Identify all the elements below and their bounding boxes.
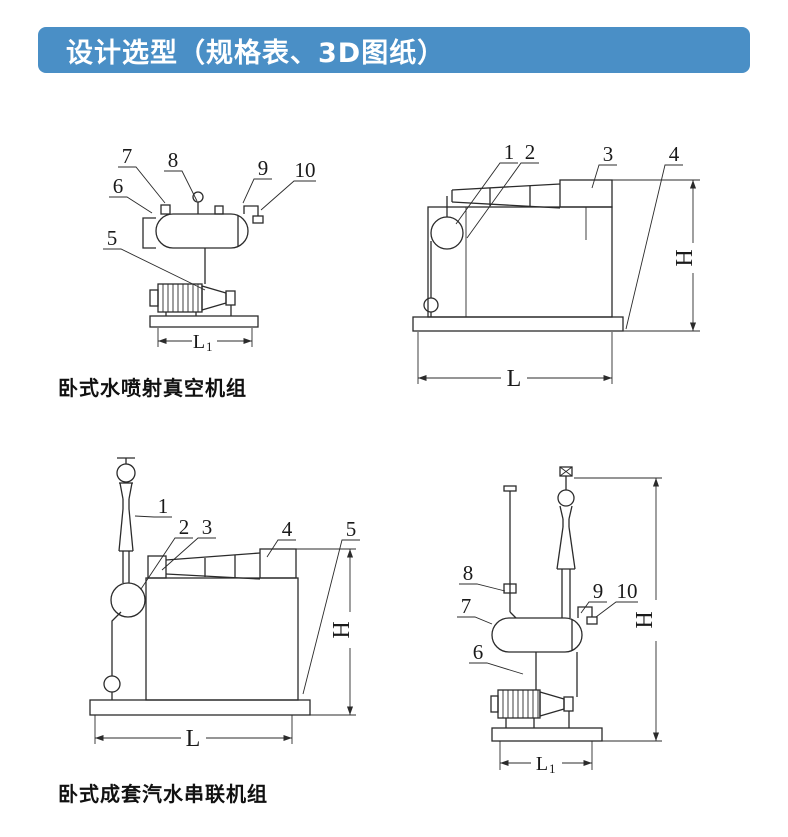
ejector-assembly bbox=[147, 548, 297, 580]
callout-10: 10 bbox=[295, 158, 316, 182]
callout-4: 4 bbox=[282, 517, 293, 541]
callout-10: 10 bbox=[617, 579, 638, 603]
leader-lines bbox=[134, 515, 360, 695]
steam-ejector-column bbox=[116, 457, 136, 583]
dim-l-label: L bbox=[186, 726, 201, 752]
callout-7: 7 bbox=[122, 144, 133, 168]
caption-steam-water-unit: 卧式成套汽水串联机组 bbox=[58, 782, 268, 806]
dimension-h: H bbox=[574, 477, 662, 742]
ejector-assembly bbox=[446, 179, 613, 217]
dimension-h: H bbox=[296, 548, 356, 716]
motor-pump bbox=[149, 283, 236, 316]
callout-5: 5 bbox=[107, 226, 118, 250]
callout-9: 9 bbox=[593, 579, 604, 603]
dim-h-label: H bbox=[672, 249, 698, 266]
callout-8: 8 bbox=[168, 148, 179, 172]
dim-l1-sub: 1 bbox=[206, 339, 213, 354]
callout-5: 5 bbox=[346, 517, 357, 541]
callout-9: 9 bbox=[258, 156, 269, 180]
circulating-pump bbox=[103, 611, 122, 700]
circulating-pump bbox=[423, 241, 439, 317]
support-bracket bbox=[142, 217, 156, 249]
caption-water-jet-unit: 卧式水喷射真空机组 bbox=[58, 376, 247, 400]
dim-l1-label: L bbox=[193, 331, 205, 353]
motor-pump bbox=[490, 652, 578, 728]
callout-3: 3 bbox=[603, 142, 614, 166]
figure-steam-water-overall: 1 2 3 4 5 bbox=[89, 457, 360, 752]
base-plate bbox=[412, 316, 624, 332]
figure-water-jet-detail: 7 8 6 9 10 5 bbox=[103, 144, 316, 354]
callout-4: 4 bbox=[669, 142, 680, 166]
top-fittings bbox=[160, 191, 264, 224]
base-plate bbox=[89, 699, 311, 716]
dimension-l1: L 1 bbox=[157, 328, 253, 354]
callout-1: 1 bbox=[504, 140, 515, 164]
separator-circle bbox=[110, 582, 146, 618]
vessel bbox=[491, 606, 598, 653]
base-plate bbox=[491, 727, 603, 742]
leader-lines bbox=[457, 583, 638, 675]
callout-8: 8 bbox=[463, 561, 474, 585]
vessel bbox=[155, 213, 249, 249]
base-plate bbox=[149, 315, 259, 328]
leader-lines bbox=[103, 166, 316, 291]
callout-3: 3 bbox=[202, 515, 213, 539]
dim-h-label: H bbox=[632, 611, 658, 628]
suction-pipe bbox=[503, 485, 517, 619]
callout-1: 1 bbox=[158, 494, 169, 518]
steam-ejector-column bbox=[556, 466, 576, 618]
callout-2: 2 bbox=[525, 140, 536, 164]
figure-steam-water-detail: 8 7 6 9 10 bbox=[457, 466, 662, 776]
callout-7: 7 bbox=[461, 594, 472, 618]
dim-l-label: L bbox=[507, 366, 522, 392]
callout-2: 2 bbox=[179, 515, 190, 539]
dim-l1-label: L bbox=[536, 753, 548, 775]
separator-circle bbox=[430, 216, 464, 250]
header-banner: 设计选型（规格表、3D图纸） bbox=[38, 27, 750, 73]
dim-h-label: H bbox=[329, 621, 355, 638]
dimension-l: L bbox=[94, 715, 293, 752]
dimension-l: L bbox=[417, 332, 613, 392]
callout-6: 6 bbox=[113, 174, 124, 198]
dimension-h: H bbox=[612, 179, 700, 332]
dim-l1-sub: 1 bbox=[549, 761, 556, 776]
figure-water-jet-overall: 1 2 3 4 bbox=[412, 140, 700, 392]
dimension-l1: L 1 bbox=[499, 741, 593, 776]
callout-6: 6 bbox=[473, 640, 484, 664]
tank-body bbox=[145, 577, 299, 701]
tank-body bbox=[427, 206, 613, 318]
